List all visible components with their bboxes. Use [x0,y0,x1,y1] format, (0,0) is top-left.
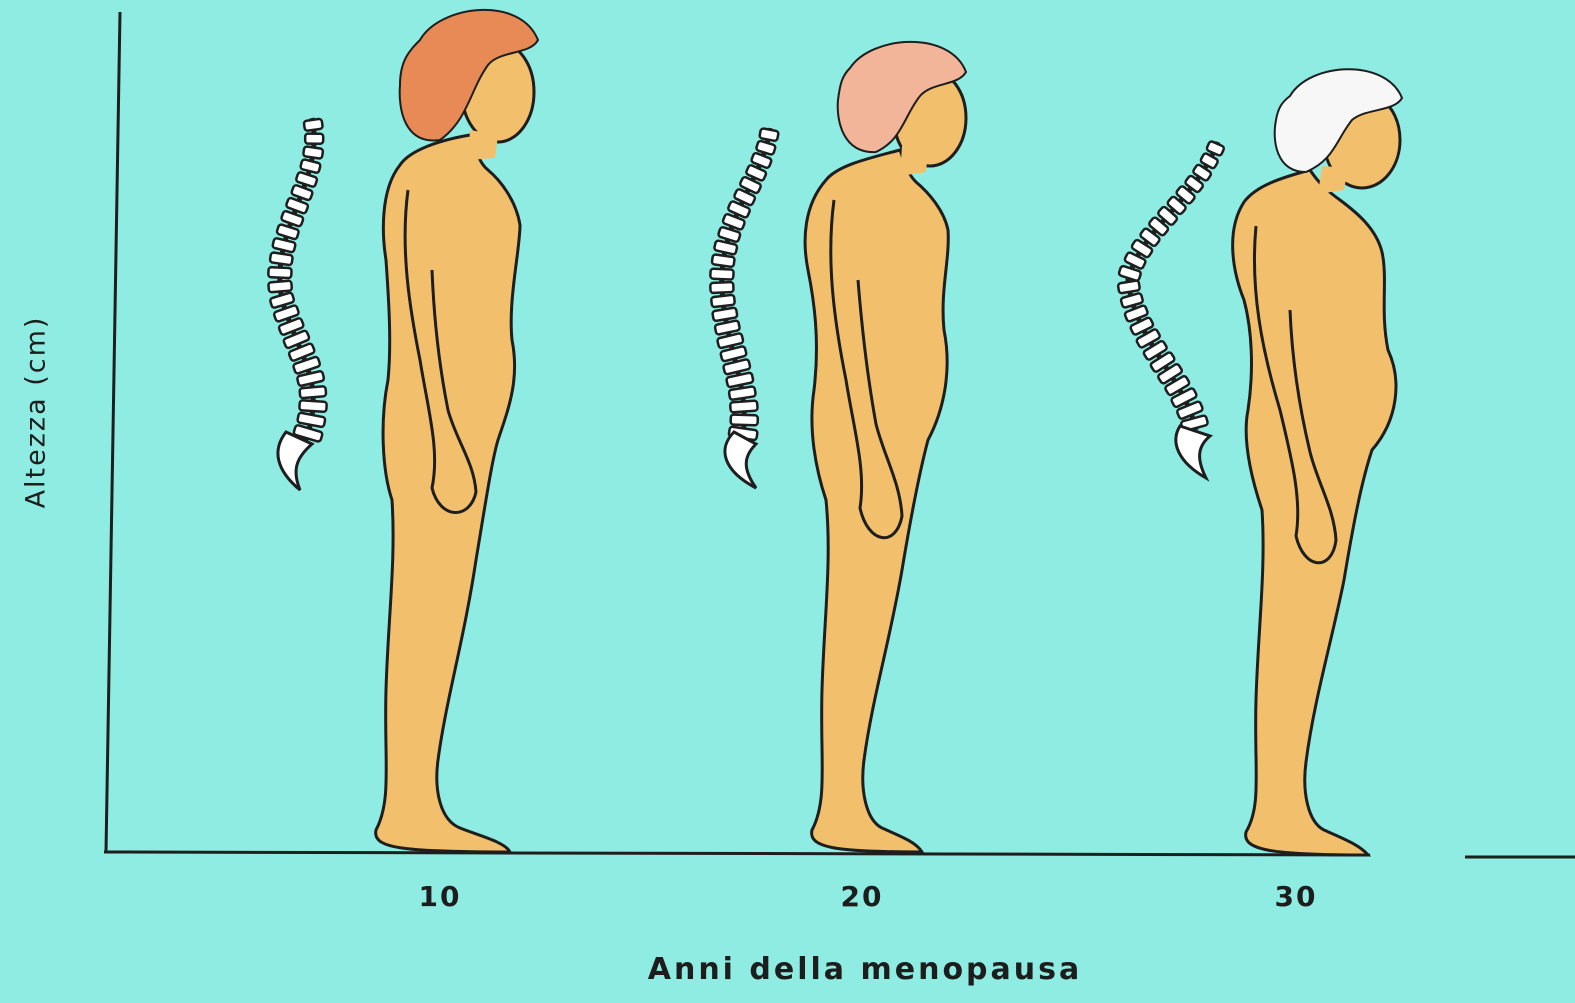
spine-illustration-20 [710,128,779,488]
neck-30 [1318,166,1348,194]
vertebra [711,295,735,308]
vertebra [715,320,741,335]
vertebra [731,415,758,426]
vertebra [299,400,327,412]
vertebra [712,254,735,267]
spine-illustration-10 [268,118,327,490]
x-axis-title: Anni della menopausa [648,952,1083,987]
x-tick-label-10: 10 [419,880,462,913]
woman-figure-20 [805,42,966,852]
vertebra [270,252,293,265]
vertebra [268,267,291,278]
vertebra [304,119,323,131]
vertebra [730,401,758,413]
neck-10 [468,130,498,160]
woman-figure-10 [376,10,538,852]
spine-illustration-30 [1118,141,1225,478]
x-tick-label-20: 20 [841,880,884,913]
y-axis-title: Altezza (cm) [21,316,52,509]
x-tick-label-30: 30 [1275,880,1318,913]
vertebra [268,281,292,293]
vertebra [710,269,733,280]
vertebra [1118,280,1140,293]
vertebra [759,128,779,141]
vertebra [300,159,321,173]
x-axis-line [104,852,1370,855]
y-axis-line [106,12,120,852]
woman-figure-30 [1233,69,1402,855]
vertebra [272,238,296,253]
vertebra [303,146,323,159]
vertebra [305,134,323,144]
vertebra [729,386,756,400]
vertebra [299,386,326,398]
vertebra [710,282,733,293]
vertebra [712,307,737,321]
neck-20 [900,146,928,176]
